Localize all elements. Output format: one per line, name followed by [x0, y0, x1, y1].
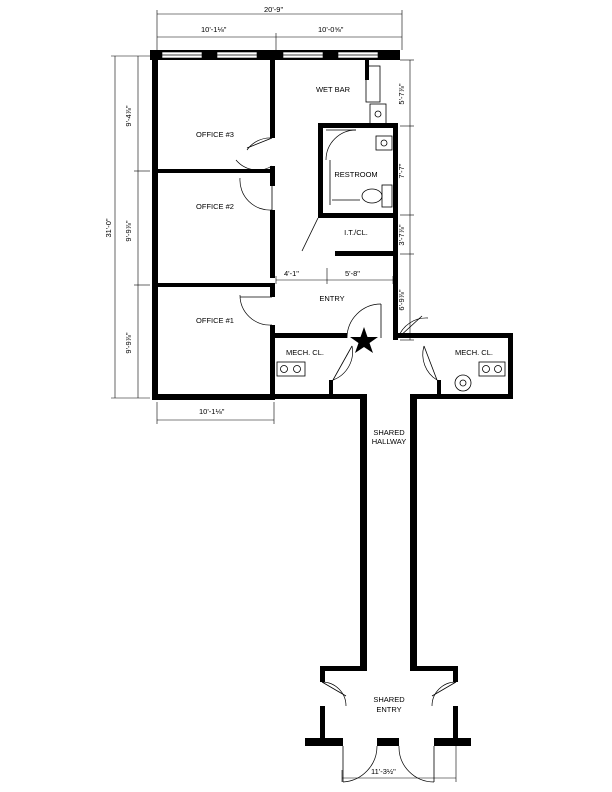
entry-label: ENTRY — [319, 294, 344, 303]
wet-bar-label: WET BAR — [316, 85, 351, 94]
dim-office3-height: 9'-4⅞" — [124, 105, 133, 127]
shared-entry-label-line1: SHARED — [373, 695, 405, 704]
dim-entry-right: 5'-8" — [345, 269, 360, 278]
it-closet-label: I.T./CL. — [344, 228, 368, 237]
shared-hallway-label-line1: SHARED — [373, 428, 405, 437]
dim-wetbar-height: 5'-7⅞" — [397, 83, 406, 105]
shared-hallway-label-line2: HALLWAY — [372, 437, 406, 446]
dim-itcl-height: 3'-7⅞" — [397, 224, 406, 246]
office-1-label: OFFICE #1 — [196, 316, 234, 325]
dim-entry-left: 4'-1" — [284, 269, 299, 278]
office-2-label: OFFICE #2 — [196, 202, 234, 211]
dim-entry-height: 6'-9⅞" — [397, 289, 406, 311]
dim-top-right: 10'-0⅝" — [318, 25, 344, 34]
dim-shared-entry-width: 11'-3½" — [371, 767, 396, 776]
dim-overall-height: 31'-0" — [104, 218, 113, 237]
shared-entry-label-line2: ENTRY — [376, 705, 401, 714]
dim-office1-height: 9'-9⅞" — [124, 332, 133, 354]
mech-closet-left-label: MECH. CL. — [286, 348, 324, 357]
restroom-label: RESTROOM — [334, 170, 377, 179]
dim-office2-height: 9'-9⅞" — [124, 220, 133, 242]
dim-bottom-offices: 10'-1⅛" — [199, 407, 225, 416]
dimension-lines — [111, 10, 457, 782]
star-icon — [350, 327, 378, 353]
dim-top-left: 10'-1⅛" — [201, 25, 227, 34]
office-3-label: OFFICE #3 — [196, 130, 234, 139]
mech-closet-right-label: MECH. CL. — [455, 348, 493, 357]
walls — [150, 50, 513, 746]
dim-overall-width: 20'-9" — [264, 5, 283, 14]
fixtures — [276, 65, 506, 392]
doors — [235, 129, 457, 783]
dim-restroom-height: 7'-7" — [397, 163, 406, 178]
windows — [161, 51, 379, 59]
